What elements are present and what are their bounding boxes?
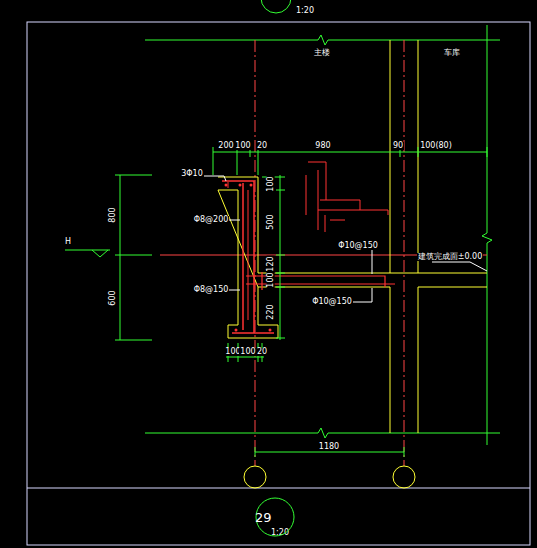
dimension: 100 — [239, 348, 256, 356]
dimension: 500 — [267, 213, 275, 230]
scale-note: 1:20 — [295, 7, 315, 15]
dimension: 100(80) — [419, 142, 453, 150]
rebar-callout: Φ10@150 — [337, 242, 379, 250]
rebar-callout: 3Φ10 — [180, 170, 204, 178]
dimension: 220 — [267, 303, 275, 320]
dimension: 100 — [234, 142, 251, 150]
level-mark: H — [64, 238, 72, 246]
dimension: 600 — [109, 289, 117, 306]
dimension: 120 — [267, 255, 275, 272]
dimension: 100 — [267, 175, 275, 192]
area-name: 主楼 — [313, 49, 331, 57]
rebar-callout: Φ8@150 — [193, 286, 230, 294]
dimension: 90 — [392, 142, 404, 150]
rebar-callout: Φ10@150 — [311, 298, 353, 306]
dimension: 20 — [256, 142, 268, 150]
dimension: 100 — [267, 271, 275, 288]
area-name: 车库 — [443, 49, 461, 57]
dimension: 800 — [109, 206, 117, 223]
detail-number: 29 — [255, 510, 272, 525]
dimension: 20 — [256, 348, 268, 356]
dimension: 1180 — [318, 443, 340, 451]
dimension: 980 — [314, 142, 331, 150]
rebar-callout: Φ8@200 — [193, 216, 230, 224]
level-note: 建筑完成面±0.00 — [417, 253, 484, 261]
detail-circle: 29 — [255, 497, 295, 537]
dimension: 200 — [217, 142, 234, 150]
